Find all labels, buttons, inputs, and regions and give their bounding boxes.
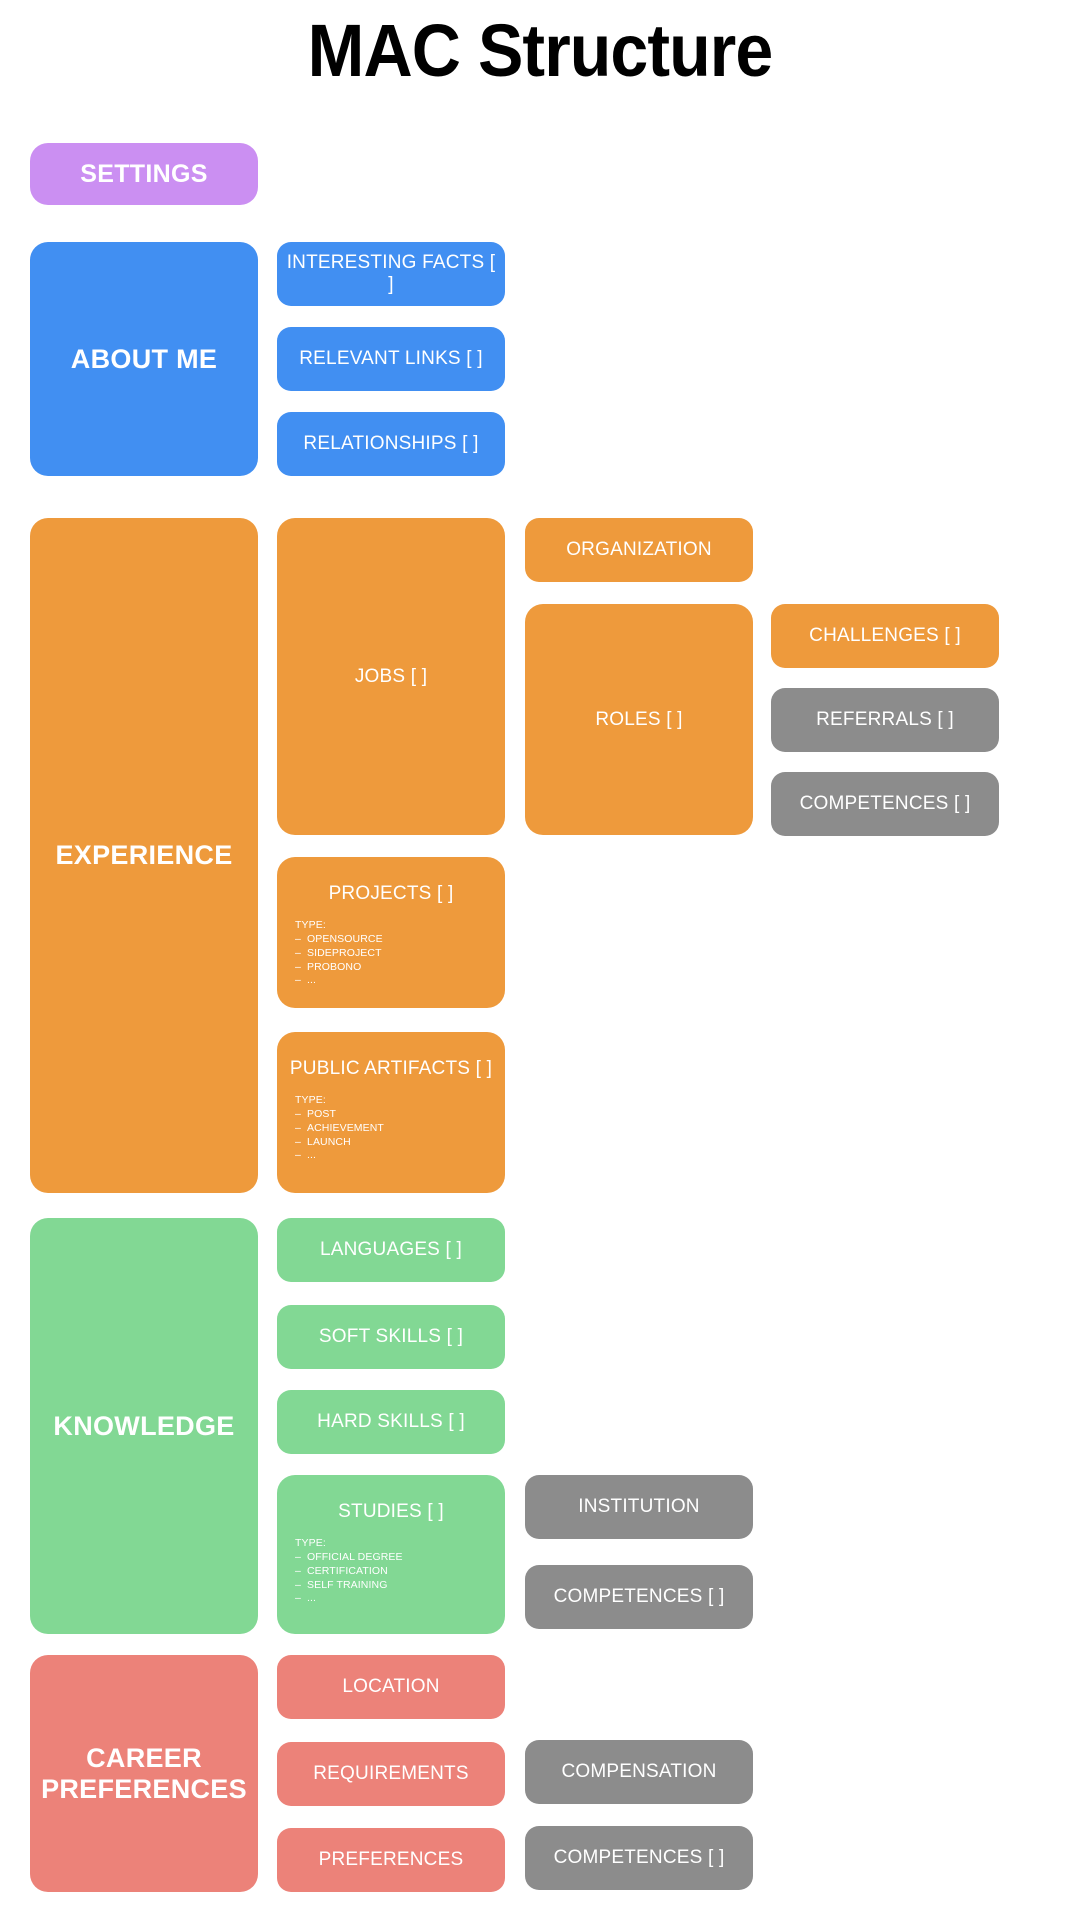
card-projects-label: PROJECTS [ ] bbox=[328, 883, 454, 904]
typelist-item-label: POST bbox=[307, 1107, 336, 1120]
typelist-item-label: LAUNCH bbox=[307, 1135, 351, 1148]
typelist-item: –OFFICIAL DEGREE bbox=[295, 1550, 403, 1563]
card-competences-knowledge[interactable]: COMPETENCES [ ] bbox=[525, 1565, 753, 1629]
card-competences-career-label: COMPETENCES [ ] bbox=[553, 1847, 725, 1868]
typelist-item: –... bbox=[295, 1149, 317, 1162]
card-challenges[interactable]: CHALLENGES [ ] bbox=[771, 604, 999, 668]
card-location-label: LOCATION bbox=[342, 1676, 440, 1697]
card-hard-skills[interactable]: HARD SKILLS [ ] bbox=[277, 1390, 505, 1454]
typelist-item: –ACHIEVEMENT bbox=[295, 1121, 384, 1134]
card-competences-knowledge-label: COMPETENCES [ ] bbox=[553, 1586, 725, 1607]
card-projects[interactable]: PROJECTS [ ] TYPE: –OPENSOURCE –SIDEPROJ… bbox=[277, 857, 505, 1008]
card-requirements[interactable]: REQUIREMENTS bbox=[277, 1742, 505, 1806]
card-interesting-facts-label: INTERESTING FACTS [ ] bbox=[286, 252, 496, 295]
typelist-item-label: ... bbox=[307, 1149, 317, 1162]
typelist-item-label: ... bbox=[307, 974, 317, 987]
card-studies-label: STUDIES [ ] bbox=[338, 1501, 444, 1522]
card-relationships[interactable]: RELATIONSHIPS [ ] bbox=[277, 412, 505, 476]
card-preferences-label: PREFERENCES bbox=[318, 1849, 464, 1870]
card-compensation[interactable]: COMPENSATION bbox=[525, 1740, 753, 1804]
typelist-item: –... bbox=[295, 1592, 317, 1605]
typelist-item: –CERTIFICATION bbox=[295, 1564, 388, 1577]
card-competences-career[interactable]: COMPETENCES [ ] bbox=[525, 1826, 753, 1890]
card-public-artifacts[interactable]: PUBLIC ARTIFACTS [ ] TYPE: –POST –ACHIEV… bbox=[277, 1032, 505, 1193]
typelist-item-label: ... bbox=[307, 1592, 317, 1605]
card-jobs-label: JOBS [ ] bbox=[354, 665, 428, 687]
card-experience[interactable]: EXPERIENCE bbox=[30, 518, 258, 1193]
typelist-head: TYPE: bbox=[295, 1537, 326, 1549]
card-referrals-label: REFERRALS [ ] bbox=[816, 709, 954, 730]
typelist-item-label: PROBONO bbox=[307, 960, 362, 973]
card-soft-skills-label: SOFT SKILLS [ ] bbox=[318, 1326, 464, 1347]
card-languages-label: LANGUAGES [ ] bbox=[320, 1239, 462, 1260]
card-compensation-label: COMPENSATION bbox=[561, 1761, 717, 1782]
typelist-item-label: OFFICIAL DEGREE bbox=[307, 1550, 403, 1563]
typelist-item-label: OPENSOURCE bbox=[307, 932, 383, 945]
card-knowledge[interactable]: KNOWLEDGE bbox=[30, 1218, 258, 1634]
card-competences-experience-label: COMPETENCES [ ] bbox=[799, 793, 971, 814]
typelist-item: –PROBONO bbox=[295, 960, 362, 973]
card-settings[interactable]: SETTINGS bbox=[30, 143, 258, 205]
card-relationships-label: RELATIONSHIPS [ ] bbox=[303, 433, 479, 454]
typelist-item: –LAUNCH bbox=[295, 1135, 351, 1148]
card-relevant-links-label: RELEVANT LINKS [ ] bbox=[299, 348, 483, 369]
card-location[interactable]: LOCATION bbox=[277, 1655, 505, 1719]
card-roles[interactable]: ROLES [ ] bbox=[525, 604, 753, 835]
card-requirements-label: REQUIREMENTS bbox=[313, 1763, 469, 1784]
card-about-me-label: ABOUT ME bbox=[70, 343, 218, 374]
card-jobs[interactable]: JOBS [ ] bbox=[277, 518, 505, 835]
card-career-preferences[interactable]: CAREER PREFERENCES bbox=[30, 1655, 258, 1892]
card-institution-label: INSTITUTION bbox=[578, 1496, 700, 1517]
typelist-item: –OPENSOURCE bbox=[295, 932, 383, 945]
typelist-item-label: SELF TRAINING bbox=[307, 1578, 388, 1591]
typelist-item: –SIDEPROJECT bbox=[295, 946, 382, 959]
career-preferences-line1: CAREER bbox=[86, 1743, 202, 1774]
card-settings-label: SETTINGS bbox=[80, 160, 208, 188]
card-competences-experience[interactable]: COMPETENCES [ ] bbox=[771, 772, 999, 836]
card-roles-label: ROLES [ ] bbox=[595, 708, 683, 730]
page-title: MAC Structure bbox=[307, 9, 774, 92]
card-public-artifacts-typelist: TYPE: –POST –ACHIEVEMENT –LAUNCH –... bbox=[295, 1094, 505, 1163]
card-relevant-links[interactable]: RELEVANT LINKS [ ] bbox=[277, 327, 505, 391]
card-languages[interactable]: LANGUAGES [ ] bbox=[277, 1218, 505, 1282]
typelist-head: TYPE: bbox=[295, 1094, 326, 1106]
card-organization-label: ORGANIZATION bbox=[566, 539, 712, 560]
card-institution[interactable]: INSTITUTION bbox=[525, 1475, 753, 1539]
card-studies[interactable]: STUDIES [ ] TYPE: –OFFICIAL DEGREE –CERT… bbox=[277, 1475, 505, 1634]
typelist-item: –SELF TRAINING bbox=[295, 1578, 388, 1591]
typelist-item-label: ACHIEVEMENT bbox=[307, 1121, 384, 1134]
card-soft-skills[interactable]: SOFT SKILLS [ ] bbox=[277, 1305, 505, 1369]
card-about-me[interactable]: ABOUT ME bbox=[30, 242, 258, 476]
typelist-item: –... bbox=[295, 974, 317, 987]
typelist-head: TYPE: bbox=[295, 919, 326, 931]
card-preferences[interactable]: PREFERENCES bbox=[277, 1828, 505, 1892]
career-preferences-line2: PREFERENCES bbox=[41, 1773, 247, 1804]
card-interesting-facts[interactable]: INTERESTING FACTS [ ] bbox=[277, 242, 505, 306]
card-studies-typelist: TYPE: –OFFICIAL DEGREE –CERTIFICATION –S… bbox=[295, 1537, 505, 1606]
card-knowledge-label: KNOWLEDGE bbox=[53, 1410, 235, 1441]
card-experience-label: EXPERIENCE bbox=[55, 840, 233, 871]
typelist-item-label: CERTIFICATION bbox=[307, 1564, 388, 1577]
card-referrals[interactable]: REFERRALS [ ] bbox=[771, 688, 999, 752]
card-organization[interactable]: ORGANIZATION bbox=[525, 518, 753, 582]
card-challenges-label: CHALLENGES [ ] bbox=[809, 625, 961, 646]
typelist-item: –POST bbox=[295, 1107, 336, 1120]
card-hard-skills-label: HARD SKILLS [ ] bbox=[317, 1411, 465, 1432]
typelist-item-label: SIDEPROJECT bbox=[307, 946, 382, 959]
card-career-preferences-label: CAREER PREFERENCES bbox=[30, 1743, 258, 1803]
card-public-artifacts-label: PUBLIC ARTIFACTS [ ] bbox=[289, 1058, 493, 1079]
card-projects-typelist: TYPE: –OPENSOURCE –SIDEPROJECT –PROBONO … bbox=[295, 919, 505, 988]
